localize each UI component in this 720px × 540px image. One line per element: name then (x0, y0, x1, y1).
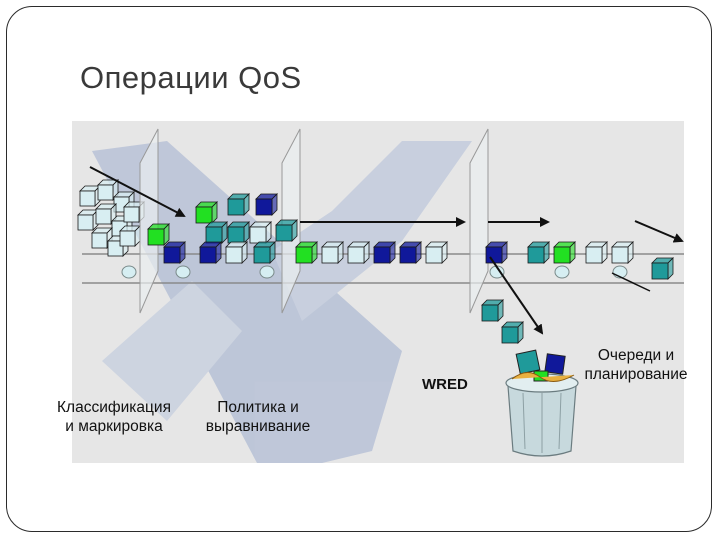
trash-can-icon (505, 349, 579, 457)
packet-cube (275, 219, 298, 242)
slide-title: Операции QoS (80, 60, 302, 95)
packet-cube (249, 221, 272, 244)
packet-cube (199, 241, 222, 264)
arrow-to-output-packet (611, 272, 651, 292)
label-classification-line2: и маркировка (65, 418, 163, 435)
classification-panel (139, 128, 159, 314)
flow-arrows (89, 166, 684, 335)
packet-cube (255, 193, 278, 216)
packet-cube (485, 241, 508, 264)
packet-cube (97, 179, 119, 201)
packet-cube (373, 241, 396, 264)
wred-label: WRED (422, 376, 468, 393)
packet-cube (585, 241, 608, 264)
packet-cube (553, 241, 576, 264)
packet-cube (481, 299, 504, 322)
arrow-drop (489, 256, 544, 335)
label-queuing-line2: планирование (584, 366, 688, 383)
label-queuing-line1: Очереди и (597, 347, 675, 364)
qos-diagram (72, 121, 684, 463)
roller (554, 265, 570, 279)
incoming-packets (77, 179, 145, 257)
packet-cube (295, 241, 318, 264)
roller (175, 265, 191, 279)
arrow-incoming (89, 166, 186, 217)
packet-cube (651, 257, 674, 280)
packet-cube (195, 201, 218, 224)
label-classification: Классификация и маркировка (44, 398, 184, 436)
packet-cube (205, 221, 228, 244)
wred-panel (469, 128, 489, 314)
packet-cube (227, 193, 250, 216)
packet-cube (77, 209, 99, 231)
packet-cube (347, 241, 370, 264)
packet-cube (79, 185, 101, 207)
label-policing-line1: Политика и (217, 399, 299, 416)
decorative-x-logo (92, 141, 472, 463)
packet-cube (253, 241, 276, 264)
packet-cube (527, 241, 550, 264)
slide-frame (6, 6, 712, 532)
packet-cube (611, 241, 634, 264)
packet-cube (225, 241, 248, 264)
packet-cube (425, 241, 448, 264)
packet-cube (321, 241, 344, 264)
packet-cube (227, 221, 250, 244)
rollers (121, 265, 628, 279)
roller (259, 265, 275, 279)
packet-cube (119, 225, 141, 247)
packet-cube (147, 223, 170, 246)
roller (121, 265, 137, 279)
packets (147, 193, 674, 344)
packet-cube (163, 241, 186, 264)
packet-cube (399, 241, 422, 264)
packet-cube (501, 321, 524, 344)
label-policing-line2: выравнивание (205, 418, 311, 435)
label-policing: Политика и выравнивание (188, 398, 328, 436)
label-queuing: Очереди и планирование (566, 346, 706, 384)
arrow-output (634, 220, 684, 243)
label-classification-line1: Классификация (57, 399, 171, 416)
